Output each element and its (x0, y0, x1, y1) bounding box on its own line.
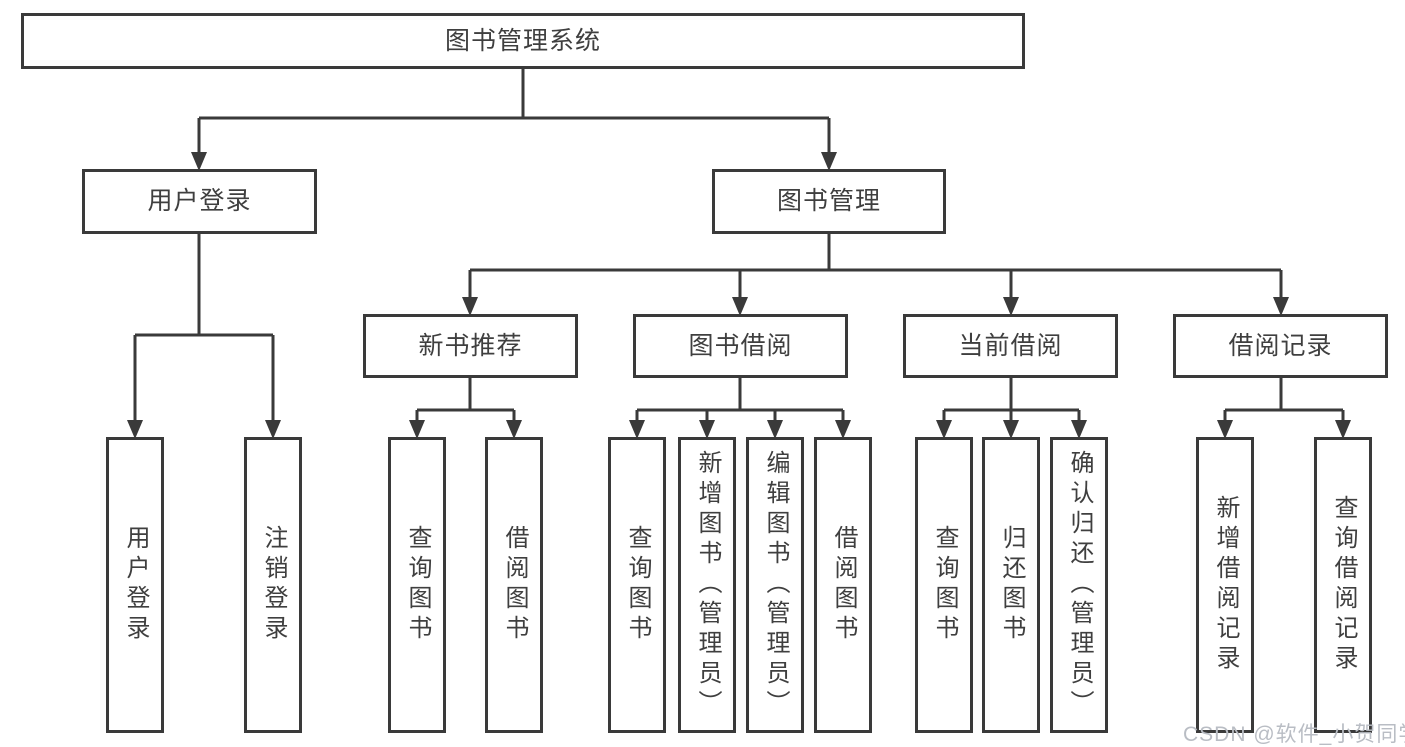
node-book-borrowing: 图书借阅 (633, 314, 848, 378)
edge-borrow-to-leaves (635, 378, 845, 424)
edge-root-to-level2 (197, 69, 831, 156)
leaf-query-books-recommend: 查询图书 (388, 437, 446, 733)
leaf-return-books: 归还图书 (982, 437, 1040, 733)
node-new-book-recommend: 新书推荐 (363, 314, 578, 378)
leaf-borrow-books: 借阅图书 (814, 437, 872, 733)
node-user-login: 用户登录 (82, 169, 317, 234)
node-book-management: 图书管理 (712, 169, 946, 234)
leaf-query-books-borrow: 查询图书 (608, 437, 666, 733)
leaf-user-login: 用户登录 (106, 437, 164, 733)
edge-current-to-leaves (942, 378, 1081, 424)
arrowheads (127, 152, 1351, 439)
edge-user-login-to-leaves (133, 234, 275, 424)
leaf-logout: 注销登录 (244, 437, 302, 733)
leaf-confirm-return-admin: 确认归还（管理员） (1050, 437, 1108, 733)
leaf-add-borrow-record: 新增借阅记录 (1196, 437, 1254, 733)
leaf-query-books-current: 查询图书 (915, 437, 973, 733)
leaf-add-books-admin: 新增图书（管理员） (678, 437, 736, 733)
node-borrowing-records: 借阅记录 (1173, 314, 1388, 378)
edge-records-to-leaves (1223, 378, 1345, 424)
csdn-watermark: CSDN @软件_小贺同学 (1183, 723, 1405, 746)
node-current-borrowing: 当前借阅 (903, 314, 1118, 378)
node-library-system-root: 图书管理系统 (21, 13, 1025, 69)
edge-recommend-to-leaves (415, 378, 516, 424)
leaf-edit-books-admin: 编辑图书（管理员） (746, 437, 804, 733)
leaf-borrow-books-recommend: 借阅图书 (485, 437, 543, 733)
leaf-query-borrow-record: 查询借阅记录 (1314, 437, 1372, 733)
edge-book-mgmt-to-level3 (468, 233, 1283, 301)
